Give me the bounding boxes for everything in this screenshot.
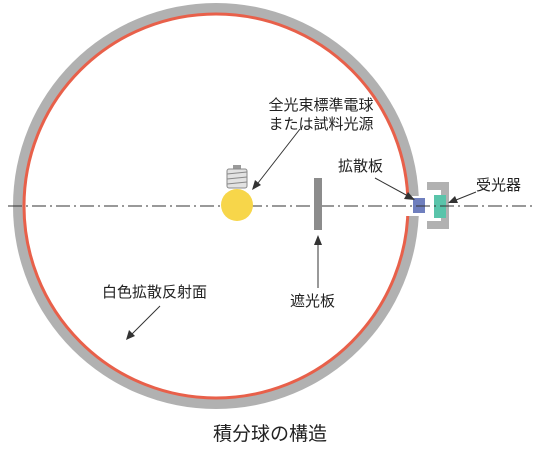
lamp	[221, 165, 253, 221]
diffuser-label: 拡散板	[338, 157, 384, 175]
coating-label: 白色拡散反射面	[102, 283, 208, 301]
detector-label: 受光器	[476, 176, 522, 194]
lamp-bulb	[221, 189, 253, 221]
lamp-label-line1: 全光束標準電球	[268, 96, 374, 114]
lamp-tip	[233, 165, 241, 169]
lamp-label: 全光束標準電球 または試料光源	[255, 96, 387, 134]
diffuser-arrowhead	[404, 192, 415, 200]
leader-lines	[126, 128, 477, 340]
coating-leader	[131, 305, 161, 335]
lamp-arrowhead	[252, 180, 261, 190]
lamp-label-line2: または試料光源	[268, 115, 374, 133]
shield-plate	[314, 178, 322, 230]
detector-leader	[455, 191, 477, 201]
detector-arrowhead	[448, 196, 458, 203]
coating-arrowhead	[126, 330, 135, 340]
diffuser-leader	[374, 177, 409, 197]
lamp-leader	[257, 128, 301, 184]
shield-arrowhead	[314, 235, 322, 245]
diagram-caption: 積分球の構造	[212, 423, 327, 445]
shield-label: 遮光板	[290, 292, 336, 310]
